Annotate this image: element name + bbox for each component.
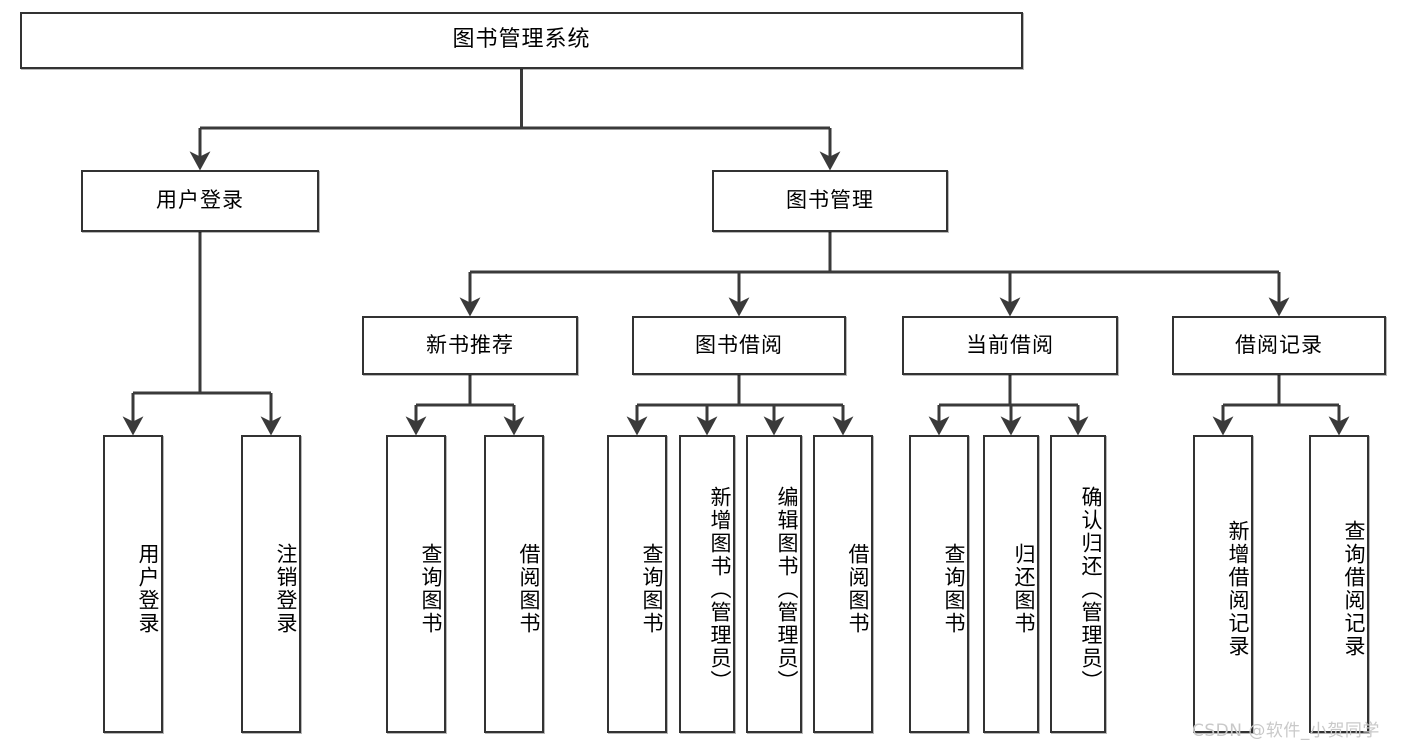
node-label: 确认归还（管理员）	[1079, 485, 1103, 693]
node-label: 注销登录	[274, 543, 298, 635]
node-current-borrow[interactable]: 当前借阅	[902, 316, 1118, 375]
node-label: 用户登录	[136, 543, 160, 635]
node-leaf-user-login[interactable]: 用户登录	[103, 435, 163, 733]
node-leaf-query-book-cur[interactable]: 查询图书	[909, 435, 969, 733]
node-label: 新增图书（管理员）	[708, 485, 732, 693]
node-leaf-query-book-rec[interactable]: 查询图书	[386, 435, 446, 733]
node-label: 借阅图书	[517, 543, 541, 635]
node-label: 查询图书	[942, 543, 966, 635]
node-leaf-return-book[interactable]: 归还图书	[983, 435, 1039, 733]
node-leaf-borrow-book-rec[interactable]: 借阅图书	[484, 435, 544, 733]
node-label: 当前借阅	[966, 332, 1054, 357]
node-book-manage[interactable]: 图书管理	[712, 170, 948, 232]
node-leaf-borrow-book[interactable]: 借阅图书	[813, 435, 873, 733]
node-label: 查询图书	[419, 543, 443, 635]
node-leaf-edit-book[interactable]: 编辑图书（管理员）	[746, 435, 802, 733]
node-user-login[interactable]: 用户登录	[81, 170, 319, 232]
node-leaf-logout[interactable]: 注销登录	[241, 435, 301, 733]
node-borrow-record[interactable]: 借阅记录	[1172, 316, 1386, 375]
node-label: 编辑图书（管理员）	[775, 485, 799, 693]
node-leaf-query-book-borrow[interactable]: 查询图书	[607, 435, 667, 733]
node-book-borrow[interactable]: 图书借阅	[632, 316, 846, 375]
node-label: 图书管理系统	[452, 27, 591, 53]
node-leaf-confirm-return[interactable]: 确认归还（管理员）	[1050, 435, 1106, 733]
node-label: 查询图书	[640, 543, 664, 635]
node-new-book-recommend[interactable]: 新书推荐	[362, 316, 578, 375]
csdn-watermark: CSDN @软件_小贺同学	[1192, 721, 1380, 741]
node-label: 新增借阅记录	[1226, 520, 1250, 658]
node-label: 借阅图书	[846, 543, 870, 635]
node-root[interactable]: 图书管理系统	[20, 12, 1023, 69]
node-label: 归还图书	[1012, 543, 1036, 635]
node-label: 借阅记录	[1235, 332, 1323, 357]
node-label: 用户登录	[156, 188, 244, 213]
node-label: 图书管理	[786, 188, 874, 213]
node-label: 新书推荐	[426, 332, 514, 357]
node-label: 查询借阅记录	[1342, 520, 1366, 658]
node-leaf-add-book[interactable]: 新增图书（管理员）	[679, 435, 735, 733]
node-label: 图书借阅	[695, 332, 783, 357]
node-leaf-query-record[interactable]: 查询借阅记录	[1309, 435, 1369, 733]
node-leaf-add-record[interactable]: 新增借阅记录	[1193, 435, 1253, 733]
